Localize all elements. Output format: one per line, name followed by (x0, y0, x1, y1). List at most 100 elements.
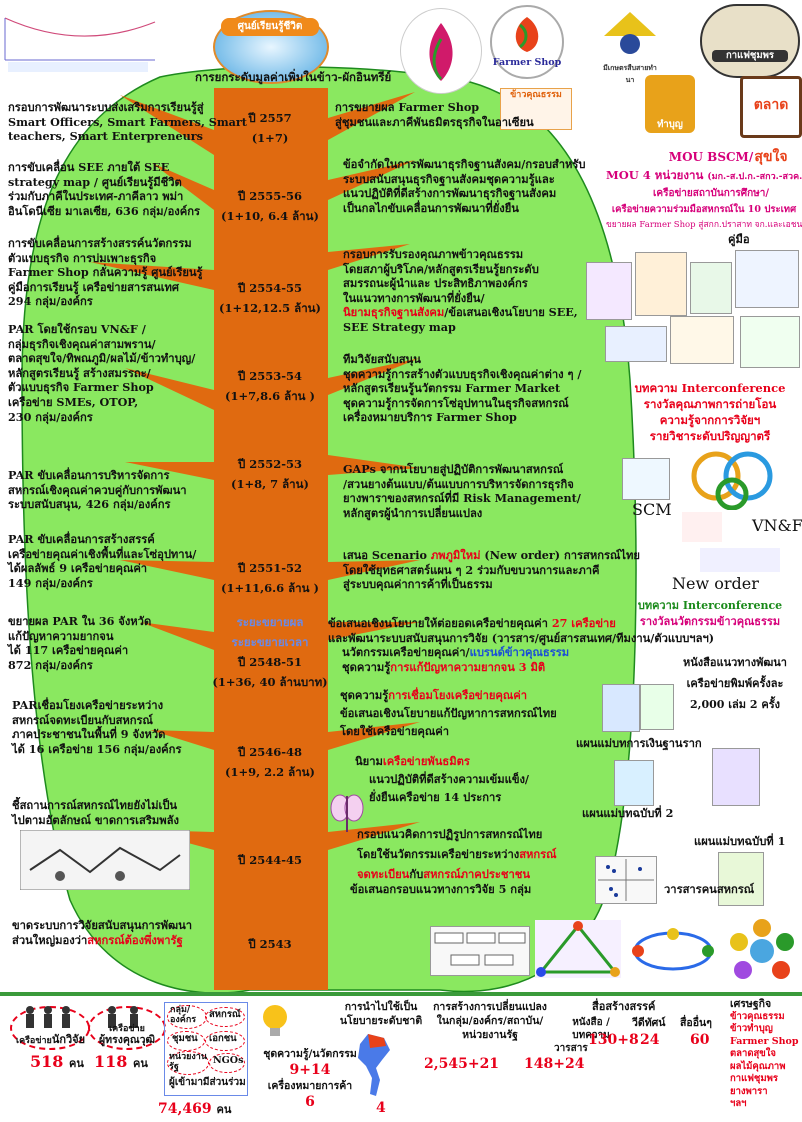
university-logo (400, 8, 482, 94)
top-banner: การยกระดับมูลค่าเพิ่มในข้าว-ผักอินทรีย์ (195, 70, 392, 84)
org-type-groups: กลุ่ม/องค์กร (170, 1005, 197, 1025)
year-2552-53: ปี 2552-53(1+8, 7 ล้าน) (231, 457, 309, 491)
media-title: สื่อสร้างสรรค์ (592, 1000, 656, 1013)
merit-rice-logo-text: ข้าวคุณธรรม (510, 90, 562, 100)
vnf-diagram (691, 451, 773, 510)
manual-book-3-image (690, 262, 732, 314)
journal-label: วารสารคนสหกรณ์ (664, 882, 755, 896)
farmer-shop-logo-text: Farmer Shop (492, 57, 562, 68)
org-type-ngos: NGOs (213, 1055, 244, 1066)
triangle-framework-diagram (535, 920, 621, 978)
masterplan-2-label: แผนแม่บทฉบับที่ 2 (582, 806, 674, 820)
masterplan-1-label: แผนแม่บทฉบับที่ 1 (694, 834, 786, 848)
chumphon-coffee-logo-text: กาแฟชุมพร (712, 50, 788, 62)
tambun-rice-logo-text: ทำบุญ (657, 119, 683, 130)
expert-label: เครือข่ายผู้ทรงคุณวุฒิ (99, 1024, 155, 1046)
masterplan-1-image (712, 748, 760, 806)
org-type-private: เอกชน (209, 1033, 237, 1044)
knowledge-block: ชุดความรู้/นวัตกรรม 9+14 เครื่องหมายการค… (263, 1048, 357, 1110)
manual-book-1-image (586, 262, 632, 320)
farmer-hat-logo-text: มีเกษตรสืบสายทำนา (603, 63, 657, 84)
policy-block: การนำไปใช้เป็น นโยบายระดับชาติ (339, 1001, 423, 1027)
cycle-diagram (628, 926, 718, 976)
left-item-2551-52: PAR ขับเคลื่อนการสร้างสรรค์เครือข่ายคุณค… (8, 532, 197, 590)
year-2548-51: ระยะขยายผล ระยะขยายเวลา ปี 2548-51 (1+36… (212, 615, 328, 689)
year-2554-55: ปี 2554-55(1+12,12.5 ล้าน) (219, 281, 321, 315)
right-item-2543: ข้อเสนอกรอบแนวทางการวิจัย 5 กลุ่ม (350, 882, 532, 896)
manual-book-6-image (670, 316, 734, 364)
people-icon (26, 1006, 70, 1028)
masterplan-2-image (614, 760, 654, 806)
experts-icon (108, 1006, 138, 1028)
book-cover-2-image (640, 684, 674, 730)
manual-book-5-image (605, 326, 667, 362)
economy-block: เศรษฐกิจ ข้าวคุณธรรม ข้าวทำบุญ Farmer Sh… (730, 998, 799, 1109)
tambun-rice-logo: ทำบุญ (645, 75, 695, 133)
media-video-count: 24 (640, 1032, 660, 1048)
book-block: หนังสือแนวทางพัฒนา เครือข่ายพิมพ์ครั้งละ… (683, 656, 787, 711)
sukjai-market-logo: ตลาดสุขใจ (740, 76, 802, 165)
policy-count: 4 (376, 1100, 386, 1116)
cooperative-sketch-image (20, 830, 190, 890)
learning-center-logo: ศูนย์เรียนรู้ชีวิต (213, 10, 329, 84)
butterfly-icon (330, 794, 364, 832)
lightbulb-icon (263, 1005, 287, 1036)
sukjai-market-logo-text: ตลาดสุขใจ (753, 97, 789, 165)
org-type-government: หน่วยงานรัฐ (169, 1052, 208, 1072)
farmer-hat-logo: มีเกษตรสืบสายทำนา (600, 8, 660, 84)
manual-book-4-image (735, 250, 799, 308)
change-count: 2,545+21 (424, 1056, 500, 1072)
flower-network-diagram (727, 918, 797, 984)
book-cover-1-image (602, 684, 640, 732)
year-2551-52: ปี 2551-52(1+11,6.6 ล้าน ) (221, 561, 319, 595)
chumphon-coffee-logo: กาแฟชุมพร (700, 4, 800, 78)
media-book-label: หนังสือ / บทความ วารสาร (554, 1017, 610, 1054)
right-item-2546-48-alliance: นิยามเครือข่ายพันธมิตร แนวปฏิบัติที่ดีสร… (355, 754, 530, 804)
media-video-label: วีดีทัศน์ (632, 1017, 666, 1029)
manual-label: คู่มือ (728, 232, 750, 246)
year-2557: ปี 2557(1+7) (248, 111, 292, 145)
scatter-matrix-image (595, 856, 657, 904)
new-order-diagram (700, 548, 780, 572)
innovation-award-block: บทความ Interconference รางวัลนวัตกรรมข้า… (637, 599, 783, 628)
participants-label: ผู้เข้ามามีส่วนร่วม (169, 1077, 246, 1088)
manual-book-7-image (740, 316, 800, 368)
scm-diagram (622, 458, 670, 500)
org-type-cooperative: สหกรณ์ (209, 1009, 241, 1020)
right-item-2546-48-knowledge: ชุดความรู้การเชื่อมโยงเครือข่ายคุณค่า ข้… (340, 688, 557, 738)
media-book-count: 130+8 (588, 1032, 639, 1048)
journal-cover-image (718, 852, 764, 906)
right-item-2554-55: กรอบการรับรองคุณภาพข้าวคุณธรรมโดยสภาผู้บ… (343, 247, 578, 334)
change-block: การสร้างการเปลี่ยนแปลง ในกลุ่ม/องค์กร/สถ… (433, 1001, 547, 1041)
new-order-label: New order (672, 574, 759, 593)
expert-count: 118 คน (94, 1052, 148, 1071)
left-item-2553-54: PAR โดยใช้กรอบ VN&F /กลุ่มธุรกิจเชิงคุณค… (8, 322, 196, 424)
right-item-2553-54: ทีมวิจัยสนับสนุนชุดความรู้การสร้างตัวแบบ… (343, 352, 582, 425)
right-item-2548-51: ข้อเสนอเชิงนโยบายให้ต่อยอดเครือข่ายคุณค่… (328, 616, 715, 674)
media-other-count: 60 (690, 1032, 710, 1048)
farmer-shop-logo: Farmer Shop (490, 5, 564, 79)
researcher-label: เครือข่ายนักวิจัย (16, 1033, 86, 1046)
media-other-label: สื่ออื่นๆ (680, 1017, 712, 1029)
research-groups-diagram (430, 926, 530, 976)
org-type-community: ชุมชน (172, 1033, 198, 1044)
left-item-2554-55: การขับเคลื่อนการสร้างสรรค์นวัตกรรมตัวแบบ… (8, 236, 203, 309)
left-item-2557: กรอบการพัฒนาระบบส่งเสริมการเรียนรู้สู่Sm… (8, 100, 247, 144)
year-2546-48: ปี 2546-48(1+9, 2.2 ล้าน) (225, 745, 315, 779)
scm-label: SCM (632, 500, 672, 519)
expert-ring (88, 1006, 166, 1050)
participants-count: 74,469 คน (158, 1101, 232, 1117)
right-item-2552-53: GAPs จากนโยบายสู่ปฏิบัติการพัฒนาสหกรณ์/ส… (343, 462, 581, 520)
merit-rice-logo: ข้าวคุณธรรม (500, 88, 572, 130)
year-2555-56: ปี 2555-56(1+10, 6.4 ล้าน) (221, 189, 319, 223)
year-2543: ปี 2543 (248, 937, 292, 951)
tree-trunk (214, 88, 328, 990)
org-types-box: กลุ่ม/องค์กร สหกรณ์ ชุมชน เอกชน หน่วยงาน… (164, 1002, 248, 1096)
manual-book-2-image (635, 252, 687, 316)
bottom-divider (0, 992, 802, 996)
change-count-2: 148+24 (524, 1056, 585, 1072)
network-people-image (682, 512, 722, 542)
